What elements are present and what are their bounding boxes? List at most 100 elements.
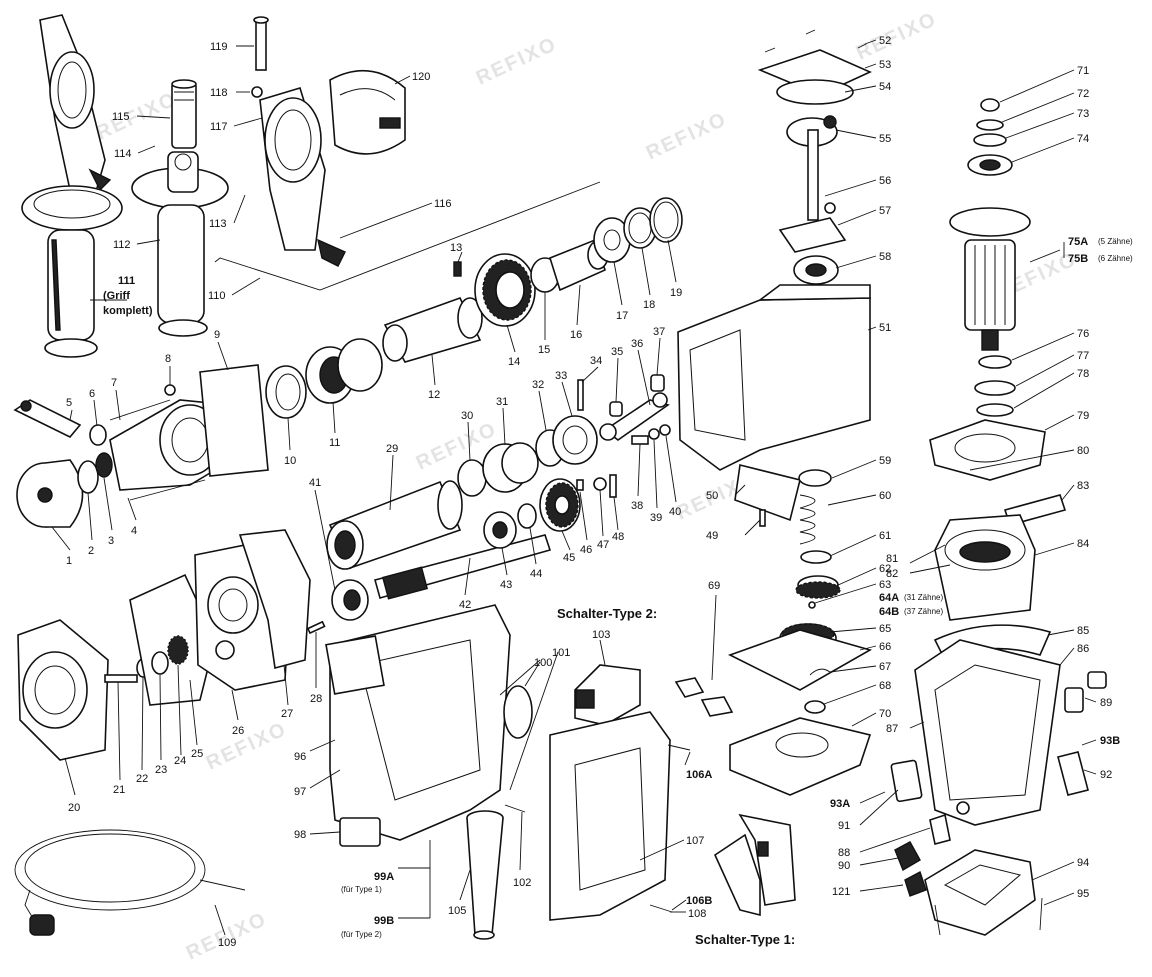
- label-94: 94: [1077, 857, 1089, 869]
- label-18: 18: [643, 299, 655, 311]
- label-110: 110: [208, 290, 226, 302]
- label-33: 33: [555, 370, 567, 382]
- label-101: 101: [552, 647, 570, 659]
- part-102-screw: [504, 804, 526, 813]
- label-68: 68: [879, 680, 891, 692]
- label-103: 103: [592, 629, 610, 641]
- label-69: 69: [708, 580, 720, 592]
- label-81: 81: [886, 553, 898, 565]
- title-switch-type-2: Schalter-Type 2:: [557, 606, 657, 621]
- part-56-57-flange: [778, 202, 847, 253]
- part-34-pin: [577, 379, 584, 411]
- part-108-switch-type1: [713, 813, 796, 917]
- label-9: 9: [214, 329, 220, 341]
- label-62: 62: [879, 563, 891, 575]
- part-103-switch-type2: [574, 664, 641, 726]
- label-37: 37: [653, 326, 665, 338]
- label-22: 22: [136, 773, 148, 785]
- label-95: 95: [1077, 888, 1089, 900]
- part-35-bush: [609, 401, 623, 417]
- part-121-brush: [904, 870, 927, 897]
- label-13: 13: [450, 242, 462, 254]
- label-116: 116: [434, 198, 452, 210]
- label-108: 108: [688, 908, 706, 920]
- label-111-note1: (Griff: [103, 290, 130, 302]
- part-60-spring: [799, 494, 816, 545]
- part-11-needle-bearing: [305, 338, 383, 404]
- part-19-ring: [649, 197, 683, 243]
- part-68-bearing: [804, 700, 826, 714]
- part-119-screw: [251, 16, 269, 98]
- label-112: 112: [113, 239, 131, 251]
- label-97: 97: [294, 786, 306, 798]
- part-labels: 119 118 117 115 114 120 116 113 112 110 …: [66, 35, 1133, 949]
- part-70-gear-plate: [729, 717, 872, 796]
- part-116-depth-rod: [214, 181, 601, 291]
- label-70: 70: [879, 708, 891, 720]
- part-14-gear: [474, 253, 536, 327]
- label-19: 19: [670, 287, 682, 299]
- label-109: 109: [218, 937, 236, 949]
- label-111-note2: komplett): [103, 305, 153, 317]
- part-61-washer: [800, 550, 832, 564]
- part-54-seal: [776, 79, 854, 105]
- part-38-pin: [631, 435, 649, 445]
- label-54: 54: [879, 81, 891, 93]
- label-27: 27: [281, 708, 293, 720]
- label-52: 52: [879, 35, 891, 47]
- label-106b: 106B: [686, 895, 712, 907]
- part-96-housing-half: [325, 604, 541, 841]
- part-39-washer: [648, 428, 660, 440]
- label-60: 60: [879, 490, 891, 502]
- label-14: 14: [508, 356, 520, 368]
- label-119: 119: [210, 41, 228, 53]
- label-80: 80: [1077, 445, 1089, 457]
- part-37-bush: [650, 374, 665, 392]
- watermark-text: REFIXO: [93, 88, 181, 144]
- leader-lines: [51, 39, 1097, 936]
- label-20: 20: [68, 802, 80, 814]
- label-45: 45: [563, 552, 575, 564]
- label-34: 34: [590, 355, 602, 367]
- part-88-90-brush-holder: [894, 813, 951, 872]
- part-5-latch: [13, 399, 82, 438]
- part-21-pin: [104, 674, 138, 683]
- label-25: 25: [191, 748, 203, 760]
- part-33-piston: [552, 415, 598, 465]
- part-62-gear: [795, 575, 841, 599]
- label-59: 59: [879, 455, 891, 467]
- part-25-ring: [151, 651, 169, 675]
- label-75b: 75B: [1068, 253, 1088, 265]
- part-117-bracket: [259, 87, 346, 267]
- label-113: 113: [209, 218, 227, 230]
- label-8: 8: [165, 353, 171, 365]
- part-71-cap: [980, 98, 1000, 112]
- label-85: 85: [1077, 625, 1089, 637]
- part-89-clip: [1064, 671, 1107, 713]
- label-82: 82: [886, 568, 898, 580]
- label-114: 114: [114, 148, 132, 160]
- label-63: 63: [879, 579, 891, 591]
- part-74-bearing: [967, 154, 1013, 176]
- part-107-housing-half: [549, 711, 691, 921]
- label-3: 3: [108, 535, 114, 547]
- part-1-chuck-cap: [16, 459, 84, 528]
- part-67-ring: [809, 668, 831, 676]
- label-4: 4: [131, 525, 137, 537]
- label-47: 47: [597, 539, 609, 551]
- label-99b: 99B: [374, 915, 394, 927]
- part-58-bearing: [793, 255, 839, 285]
- label-50: 50: [706, 490, 718, 502]
- label-32: 32: [532, 379, 544, 391]
- label-75a: 75A: [1068, 236, 1088, 248]
- label-77: 77: [1077, 350, 1089, 362]
- label-36: 36: [631, 338, 643, 350]
- label-102: 102: [513, 877, 531, 889]
- part-2-collar: [77, 460, 99, 494]
- label-44: 44: [530, 568, 542, 580]
- part-50-cover: [734, 464, 801, 522]
- part-48-screw: [609, 474, 617, 498]
- label-121: 121: [832, 886, 850, 898]
- part-94-end-cap: [924, 849, 1036, 936]
- part-40-ring: [659, 424, 671, 436]
